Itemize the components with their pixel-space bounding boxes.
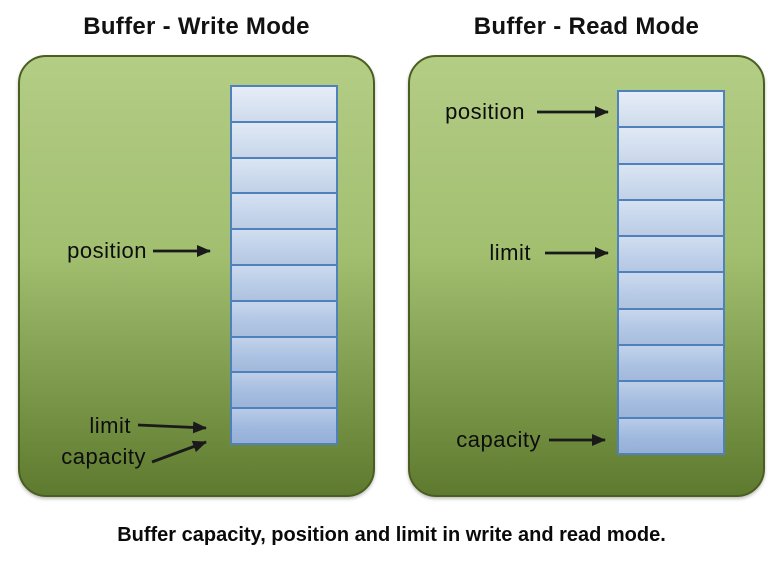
write-panel <box>18 55 375 497</box>
buffer-cell <box>232 87 336 121</box>
buffer-cell <box>619 126 723 163</box>
buffer-cell <box>232 371 336 408</box>
buffer-cell <box>232 192 336 229</box>
read-panel-title: Buffer - Read Mode <box>473 13 700 40</box>
write-panel-title: Buffer - Write Mode <box>83 13 310 40</box>
buffer-cell <box>619 307 723 345</box>
write-position-label: position <box>67 238 147 263</box>
buffer-cell <box>619 380 723 417</box>
buffer-cell <box>232 156 336 193</box>
buffer-cell <box>619 162 723 199</box>
read-position-label: position <box>445 99 525 124</box>
read-panel <box>408 55 765 497</box>
read-limit-label: limit <box>489 240 531 265</box>
write-capacity-label: capacity <box>61 444 146 469</box>
buffer-cell <box>232 120 336 157</box>
buffer-cell <box>619 92 723 127</box>
buffer-cell <box>232 263 336 300</box>
write-limit-label: limit <box>89 413 131 438</box>
buffer-cell <box>619 271 723 308</box>
read-capacity-label: capacity <box>456 427 541 452</box>
buffer-cell <box>232 335 336 372</box>
buffer-cell <box>619 416 723 453</box>
read-buffer-stack <box>617 90 725 455</box>
buffer-cell <box>232 228 336 264</box>
figure-caption: Buffer capacity, position and limit in w… <box>117 524 666 546</box>
buffer-cell <box>619 235 723 272</box>
buffer-cell <box>619 198 723 236</box>
buffer-cell <box>232 407 336 443</box>
buffer-cell <box>619 344 723 381</box>
buffer-cell <box>232 299 336 336</box>
write-buffer-stack <box>230 85 338 445</box>
